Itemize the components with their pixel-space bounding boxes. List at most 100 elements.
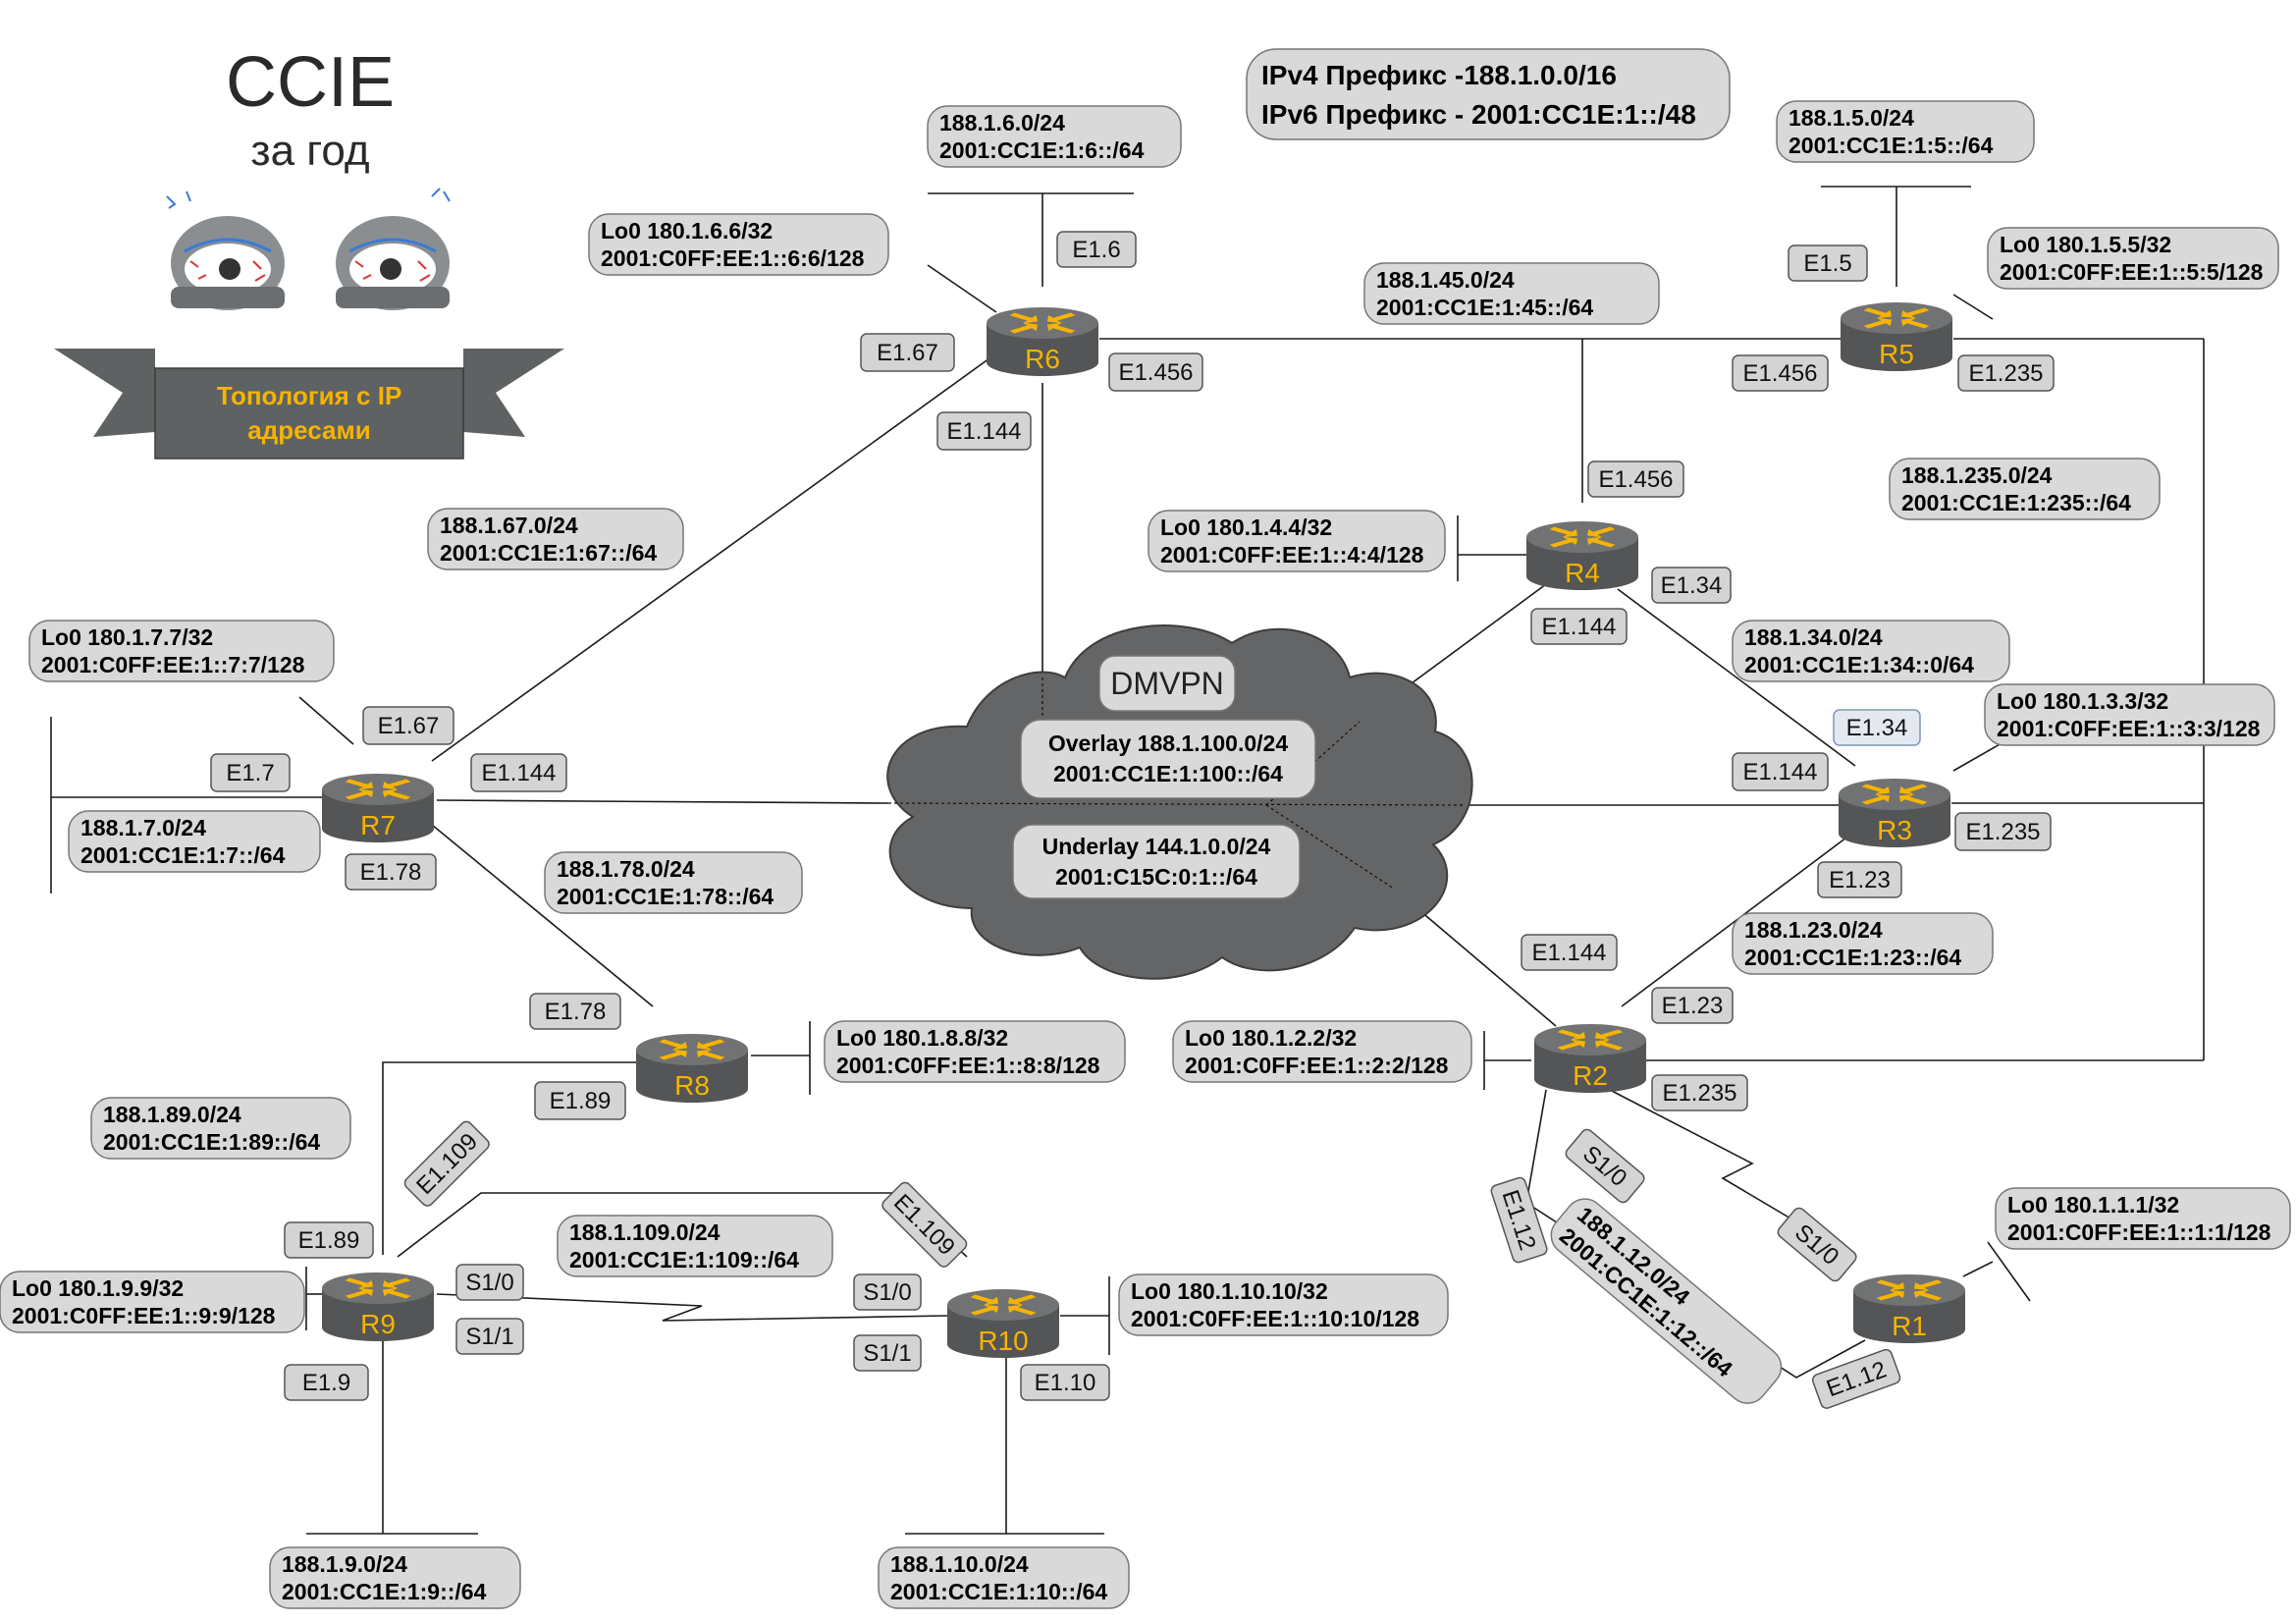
router-r6[interactable]: R6: [987, 307, 1098, 376]
subnet-box: [68, 810, 321, 873]
subnet-line: Lo0 180.1.10.10/32: [1131, 1278, 1328, 1304]
interface-text: E1.89: [298, 1227, 360, 1254]
interface-box: [936, 411, 1032, 451]
subnet-box: [1776, 100, 2035, 163]
interface-label: E1.144: [1530, 608, 1628, 645]
subnet-line: 2001:CC1E:1:34::0/64: [1744, 652, 1974, 677]
interface-text: E1.34: [1661, 572, 1723, 599]
subnet-line: 188.1.67.0/24: [440, 513, 578, 538]
interface-box: [455, 1264, 524, 1301]
interface-label: E1.7: [210, 753, 291, 792]
router-r7[interactable]: R7: [322, 774, 434, 842]
links: [50, 186, 2205, 1535]
router-r10[interactable]: R10: [947, 1289, 1059, 1358]
router-r5[interactable]: R5: [1841, 302, 1952, 371]
interface-box: [362, 706, 454, 745]
banner-line-1: Топология с IP: [217, 381, 402, 410]
interface-text: E1.6: [1072, 237, 1120, 263]
router-r2[interactable]: R2: [1534, 1024, 1646, 1093]
interface-label: E1.23: [1817, 861, 1902, 898]
subnet-line: 188.1.109.0/24: [569, 1219, 721, 1245]
interface-box: [1732, 354, 1829, 392]
router-r3[interactable]: R3: [1839, 779, 1950, 847]
interface-box: [1954, 812, 2052, 851]
interface-box: [1788, 244, 1868, 282]
subnet-line: Lo0 180.1.5.5/32: [2000, 232, 2171, 257]
underlay-line-2: 2001:C15C:0:1::/64: [1055, 864, 1257, 890]
interface-box: [853, 1273, 922, 1311]
r1-lo-stub: [1962, 1261, 1994, 1277]
interface-label: E1.456: [1732, 354, 1829, 392]
router-r9[interactable]: R9: [322, 1272, 434, 1341]
subnet-line: 2001:C0FF:EE:1::1:1/128: [2007, 1219, 2271, 1245]
interface-box: [284, 1364, 369, 1401]
interface-label: E1.78: [529, 993, 621, 1030]
interface-label: E1.12: [1490, 1176, 1548, 1264]
interface-box: [403, 1120, 490, 1207]
interface-box: [1530, 608, 1628, 645]
interface-text: S1/0: [465, 1270, 513, 1296]
subnet-box: [824, 1020, 1126, 1083]
interface-box: [345, 853, 437, 891]
interface-box: [853, 1334, 922, 1372]
interface-text: E1.78: [545, 999, 607, 1025]
prefix-box: IPv4 Префикс -188.1.0.0/16 IPv6 Префикс …: [1246, 48, 1731, 140]
interface-label: E1.456: [1587, 460, 1684, 498]
interface-label: E1.34: [1833, 709, 1921, 746]
r6-lo-stub: [927, 264, 997, 313]
subnet-box: [1889, 458, 2161, 520]
interface-label: E1.144: [1521, 934, 1618, 971]
subnet-line: Lo0 180.1.7.7/32: [41, 624, 213, 650]
interface-box: [1651, 1074, 1748, 1111]
router-r4[interactable]: R4: [1526, 521, 1638, 590]
link-r7-dmvpn: [436, 799, 889, 804]
subnet-box: [269, 1546, 521, 1609]
interface-box: [1732, 752, 1829, 791]
interface-box: [1565, 1128, 1645, 1204]
subnet-line: 2001:C0FF:EE:1::7:7/128: [41, 652, 305, 677]
interface-text: E1.456: [1598, 466, 1673, 493]
subnet-box: [1118, 1273, 1449, 1336]
router-r1[interactable]: R1: [1853, 1274, 1965, 1343]
interface-box: [1108, 352, 1203, 392]
router-r8[interactable]: R8: [636, 1034, 748, 1103]
r5-lo-stub: [1952, 294, 1994, 320]
interface-text: E1.144: [1541, 614, 1616, 640]
dmvpn-label: DMVPN: [1110, 666, 1224, 701]
subnet-line: Lo0 180.1.6.6/32: [601, 218, 773, 244]
link-r7-r8: [431, 824, 654, 1007]
interface-box: [284, 1221, 374, 1259]
interface-label: S1/1: [455, 1318, 524, 1355]
interface-box: [1833, 709, 1921, 746]
subnet-line: Lo0 180.1.8.8/32: [836, 1025, 1008, 1051]
router-label: R7: [360, 810, 396, 840]
interface-label: E1.10: [1020, 1364, 1110, 1401]
subnet-line: 188.1.34.0/24: [1744, 624, 1883, 650]
serial-r9-r10: [436, 1293, 948, 1322]
subnet-box: [1172, 1020, 1472, 1083]
interface-label: E1.67: [860, 333, 955, 372]
subnet-line: 188.1.89.0/24: [103, 1102, 241, 1127]
interface-box: [1651, 567, 1732, 604]
interface-label: E1.144: [1732, 752, 1829, 791]
banner-line-2: адресами: [247, 415, 370, 445]
subnet-line: 188.1.5.0/24: [1789, 105, 1914, 131]
router-label: R8: [674, 1070, 710, 1101]
interface-text: E1.144: [946, 418, 1021, 445]
interface-label: S1/1: [853, 1334, 922, 1372]
interface-label: S1/0: [853, 1273, 922, 1311]
interface-label: S1/0: [1777, 1207, 1857, 1282]
subnet-line: 2001:CC1E:1:89::/64: [103, 1129, 320, 1155]
r1-lo-bar: [1987, 1241, 2031, 1302]
interface-text: E1.23: [1662, 993, 1724, 1019]
interface-label: E1.144: [936, 411, 1032, 451]
subnet-line: 188.1.10.0/24: [890, 1551, 1029, 1577]
interface-text: S1/1: [465, 1324, 513, 1350]
